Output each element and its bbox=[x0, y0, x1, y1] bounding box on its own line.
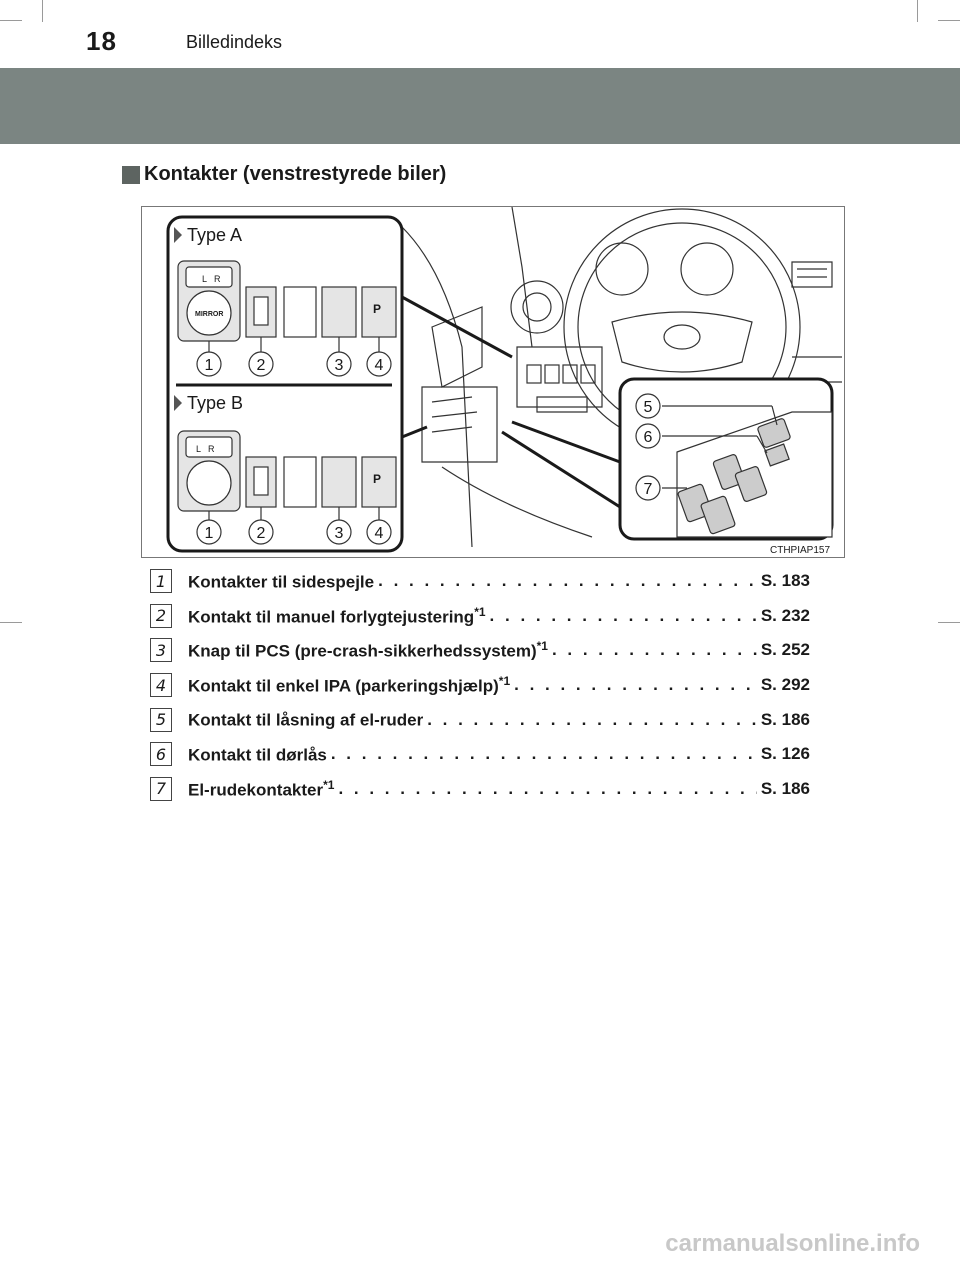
svg-text:4: 4 bbox=[375, 525, 384, 542]
svg-text:P: P bbox=[373, 302, 381, 316]
svg-text:P: P bbox=[373, 472, 381, 486]
item-label: Kontakt til dørlås bbox=[188, 745, 327, 765]
heading-text: Kontakter (venstrestyrede biler) bbox=[144, 163, 447, 185]
svg-text:6: 6 bbox=[644, 429, 653, 446]
leader-dots: . . . . . . . . . . . . . . . . . . . . … bbox=[551, 640, 757, 660]
page-number: 18 bbox=[86, 26, 117, 56]
list-item: 1 Kontakter til sidespejle . . . . . . .… bbox=[150, 564, 810, 599]
item-number: 6 bbox=[150, 742, 172, 767]
item-label: Kontakt til låsning af el-ruder bbox=[188, 711, 424, 730]
crop-mark bbox=[917, 0, 918, 22]
item-number: 2 bbox=[150, 603, 172, 628]
leader-dots: . . . . . . . . . . . . . . . . . . . . … bbox=[338, 778, 756, 798]
crop-mark bbox=[0, 20, 22, 21]
list-item: 3 Knap til PCS (pre-crash-sikkerhedssyst… bbox=[150, 633, 810, 668]
figure-code: CTHPIAP157 bbox=[770, 545, 830, 556]
heading-square-icon bbox=[122, 165, 140, 184]
type-a-label: Type A bbox=[187, 225, 242, 245]
item-number: 7 bbox=[150, 776, 172, 801]
page-ref: S. 252 bbox=[760, 640, 810, 660]
item-number: 3 bbox=[150, 638, 172, 663]
type-b-label: Type B bbox=[187, 393, 243, 413]
watermark: carmanualsonline.info bbox=[665, 1230, 920, 1257]
switch-illustration: Type A L R MIRROR P 1 2 3 4 bbox=[141, 206, 845, 558]
header-band bbox=[0, 68, 960, 144]
page-ref: S. 186 bbox=[760, 778, 810, 798]
item-number: 5 bbox=[150, 707, 172, 732]
page-ref: S. 232 bbox=[760, 605, 810, 625]
svg-text:3: 3 bbox=[335, 357, 344, 374]
page-ref: S. 292 bbox=[760, 675, 810, 695]
svg-text:3: 3 bbox=[335, 525, 344, 542]
crop-mark bbox=[938, 20, 960, 21]
item-number: 1 bbox=[150, 569, 172, 594]
svg-text:R: R bbox=[208, 444, 215, 454]
page-heading: Kontakter (venstrestyrede biler) bbox=[122, 163, 446, 186]
crop-mark bbox=[0, 622, 22, 623]
list-item: 4 Kontakt til enkel IPA (parkeringshjælp… bbox=[150, 668, 810, 703]
leader-dots: . . . . . . . . . . . . . . . . . . . . … bbox=[489, 605, 757, 625]
list-item: 6 Kontakt til dørlås . . . . . . . . . .… bbox=[150, 737, 810, 772]
svg-text:R: R bbox=[214, 274, 221, 284]
list-item: 7 El-rudekontakter*1 . . . . . . . . . .… bbox=[150, 772, 810, 807]
svg-text:4: 4 bbox=[375, 357, 384, 374]
item-label: Kontakter til sidespejle bbox=[188, 572, 375, 592]
svg-text:1: 1 bbox=[205, 357, 214, 374]
leader-dots: . . . . . . . . . . . . . . . . . . . . … bbox=[378, 571, 757, 591]
arrow-icon bbox=[174, 227, 182, 243]
svg-text:2: 2 bbox=[257, 525, 266, 542]
item-label: Kontakt til enkel IPA (parkeringshjælp)*… bbox=[188, 673, 511, 696]
leader-dots: . . . . . . . . . . . . . . . . . . . . … bbox=[330, 744, 757, 764]
leader-dots: . . . . . . . . . . . . . . . . . . . . … bbox=[514, 675, 757, 695]
arrow-icon bbox=[174, 395, 182, 411]
item-number: 4 bbox=[150, 673, 172, 698]
svg-text:1: 1 bbox=[205, 525, 214, 542]
item-list: 1 Kontakter til sidespejle . . . . . . .… bbox=[150, 564, 810, 806]
item-label: Kontakt til manuel forlygtejustering*1 bbox=[188, 604, 486, 627]
list-item: 2 Kontakt til manuel forlygtejustering*1… bbox=[150, 599, 810, 634]
svg-text:5: 5 bbox=[644, 399, 653, 416]
page-ref: S. 186 bbox=[760, 709, 810, 729]
item-label: El-rudekontakter*1 bbox=[188, 777, 335, 800]
leader-dots: . . . . . . . . . . . . . . . . . . . . … bbox=[427, 709, 757, 729]
crop-mark bbox=[42, 0, 43, 22]
page-ref: S. 126 bbox=[760, 744, 810, 764]
page-ref: S. 183 bbox=[760, 571, 810, 591]
section-title: Billedindeks bbox=[186, 32, 283, 52]
list-item: 5 Kontakt til låsning af el-ruder . . . … bbox=[150, 702, 810, 737]
svg-text:L: L bbox=[202, 274, 207, 284]
crop-mark bbox=[938, 622, 960, 623]
svg-text:2: 2 bbox=[257, 357, 266, 374]
svg-text:7: 7 bbox=[644, 481, 653, 498]
svg-text:L: L bbox=[196, 444, 201, 454]
item-label: Knap til PCS (pre-crash-sikkerhedssystem… bbox=[188, 639, 548, 661]
svg-text:MIRROR: MIRROR bbox=[195, 311, 223, 318]
